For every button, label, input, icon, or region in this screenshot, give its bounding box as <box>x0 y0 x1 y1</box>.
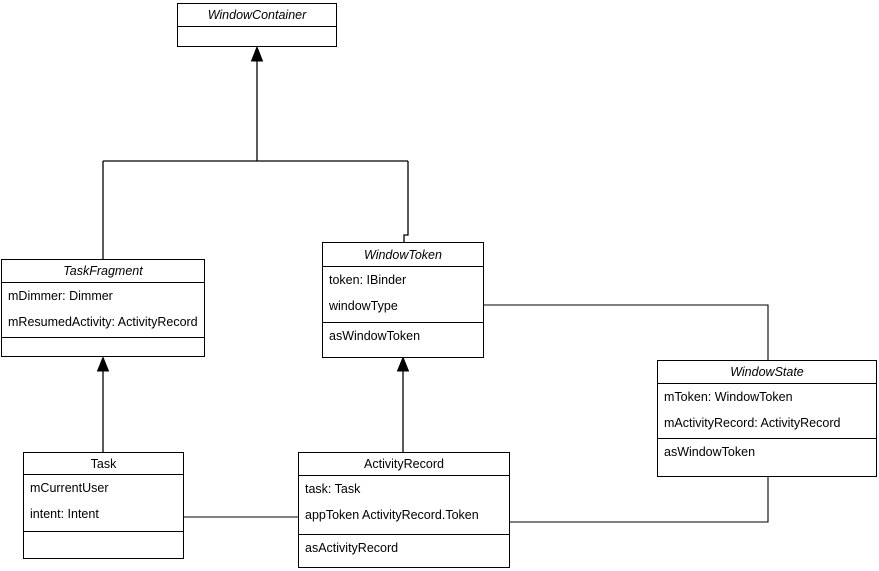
attribute: mResumedActivity: ActivityRecord <box>8 315 198 329</box>
class-activity-record[interactable]: ActivityRecord task: Task appToken Activ… <box>298 452 510 568</box>
association-edge-windowtoken-windowstate <box>484 304 769 360</box>
methods-compartment <box>2 338 204 356</box>
method: asActivityRecord <box>305 541 399 555</box>
class-title: Task <box>24 453 183 475</box>
class-title: WindowToken <box>323 243 483 267</box>
methods-compartment: asActivityRecord <box>299 535 509 567</box>
attribute: appToken ActivityRecord.Token <box>305 508 479 522</box>
class-title: WindowState <box>658 361 876 384</box>
attributes-compartment: mDimmer: Dimmer mResumedActivity: Activi… <box>2 283 204 338</box>
attribute: mCurrentUser <box>30 481 109 495</box>
attribute: mActivityRecord: ActivityRecord <box>664 416 841 430</box>
attribute: task: Task <box>305 482 361 496</box>
attribute: windowType <box>329 299 398 313</box>
generalization-edge-taskfragment-windowtoken-to-windowcontainer <box>102 45 409 259</box>
class-window-container[interactable]: WindowContainer <box>177 3 337 47</box>
method: asWindowToken <box>664 445 756 459</box>
attribute: mToken: WindowToken <box>664 390 793 404</box>
attributes-compartment <box>178 27 336 46</box>
methods-compartment: asWindowToken <box>323 323 483 357</box>
attributes-compartment: token: IBinder windowType <box>323 267 483 323</box>
class-window-token[interactable]: WindowToken token: IBinder windowType as… <box>322 242 484 358</box>
methods-compartment: asWindowToken <box>658 439 876 476</box>
class-title: ActivityRecord <box>299 453 509 476</box>
class-task-fragment[interactable]: TaskFragment mDimmer: Dimmer mResumedAct… <box>1 259 205 357</box>
association-edge-windowstate-activityrecord <box>510 477 769 523</box>
attribute: token: IBinder <box>329 273 407 287</box>
method: asWindowToken <box>329 329 421 343</box>
generalization-edge-activityrecord-to-windowtoken <box>396 356 410 452</box>
class-title: TaskFragment <box>2 260 204 283</box>
methods-compartment <box>24 532 183 558</box>
attributes-compartment: mCurrentUser intent: Intent <box>24 475 183 532</box>
attribute: mDimmer: Dimmer <box>8 289 113 303</box>
class-window-state[interactable]: WindowState mToken: WindowToken mActivit… <box>657 360 877 477</box>
class-title: WindowContainer <box>178 4 336 27</box>
attributes-compartment: mToken: WindowToken mActivityRecord: Act… <box>658 384 876 439</box>
attributes-compartment: task: Task appToken ActivityRecord.Token <box>299 476 509 535</box>
generalization-edge-task-to-taskfragment <box>96 356 110 452</box>
class-task[interactable]: Task mCurrentUser intent: Intent <box>23 452 184 559</box>
attribute: intent: Intent <box>30 507 99 521</box>
